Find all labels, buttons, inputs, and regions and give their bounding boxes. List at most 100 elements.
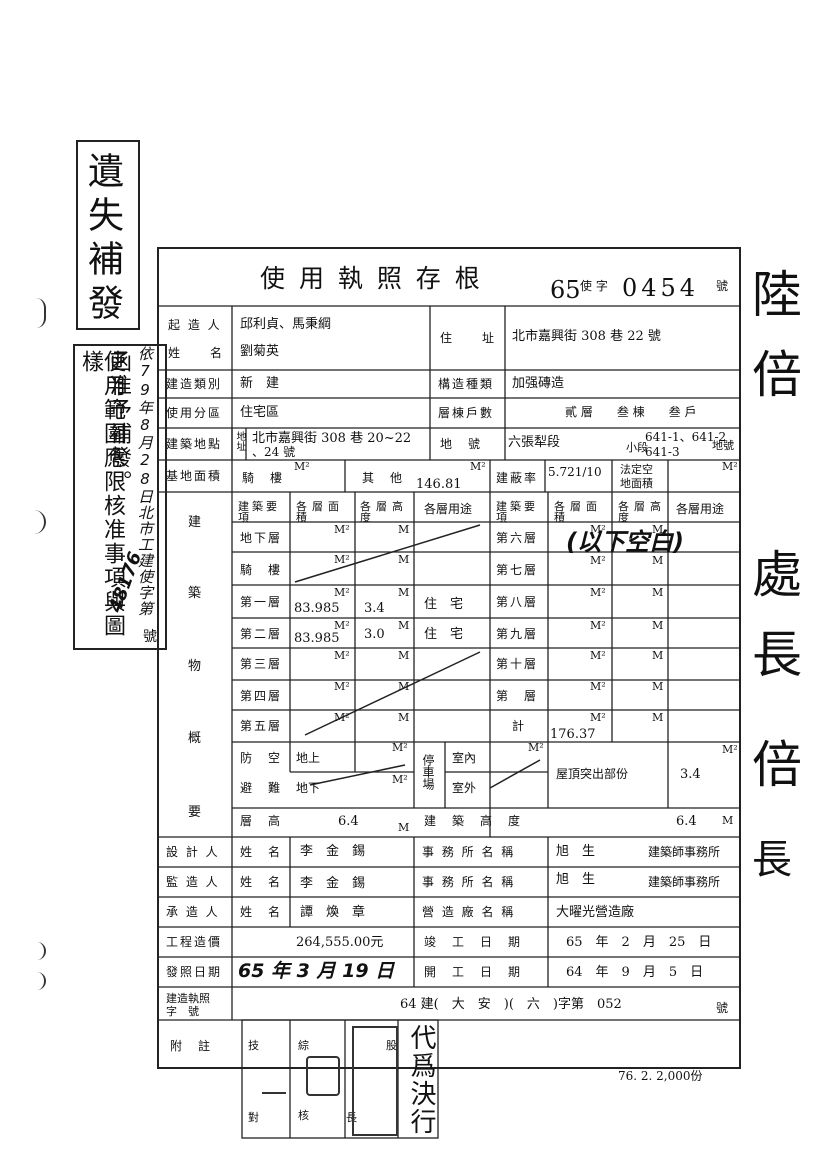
start-label: 開 工 日 期 — [424, 965, 523, 979]
right-row-height-unit-5: M — [652, 680, 664, 693]
right-row-label-3: 第九層 — [496, 627, 539, 641]
permit-label-1: 建造執照 — [166, 992, 210, 1005]
designer-office-label: 事 務 所 名 稱 — [422, 845, 516, 859]
left-row-area-3: 83.985 — [294, 631, 340, 646]
other-unit: M² — [470, 460, 486, 473]
header-left-area: 各層面積 — [296, 500, 344, 524]
other-value: 146.81 — [416, 477, 462, 492]
contractor-company-label: 營 造 廠 名 稱 — [422, 905, 516, 919]
permit-number-prefix: 65 — [550, 276, 581, 304]
designer-label: 設 計 人 — [166, 845, 220, 859]
building-side-label-1: 建 — [188, 515, 202, 530]
punch-mark-4 — [30, 972, 46, 990]
contractor-label: 承 造 人 — [166, 905, 220, 919]
left-row-area-unit-0: M² — [334, 523, 350, 536]
legal-area-label-1: 法定空 — [620, 463, 653, 476]
legal-area-unit: M² — [722, 460, 738, 473]
reissue-note-box: 使用範圍應限核准事項與圖樣 函准予補發。 依79年8月28日北市工建使字第 48… — [73, 344, 167, 650]
building-side-label-3: 物 — [188, 659, 202, 674]
left-row-label-2: 第一層 — [240, 595, 283, 609]
below-ground-unit: M² — [392, 773, 408, 786]
right-row-total-area: 176.37 — [550, 727, 596, 742]
above-ground-label: 地上 — [296, 751, 321, 765]
right-row-height-unit-3: M — [652, 619, 664, 632]
left-row-label-5: 第四層 — [240, 689, 283, 703]
header-left-height: 各層高度 — [360, 500, 408, 524]
reissue-note-col1: 使用範圍應限核准事項與圖樣 — [78, 350, 125, 638]
parking-indoor: 室內 — [452, 751, 477, 765]
right-char-1: 陸 — [752, 266, 802, 324]
permit-number-char: 使 字 — [580, 279, 608, 293]
left-row-height-unit-1: M — [398, 553, 410, 566]
right-row-label-0: 第六層 — [496, 531, 539, 545]
left-row-height-3: 3.0 — [364, 627, 385, 642]
right-row-label-6: 計 — [512, 719, 527, 733]
printer-note: 76. 2. 2,000份 — [618, 1069, 703, 1083]
approval-label-ji: 技 — [248, 1039, 259, 1052]
designer-name-label: 姓 名 — [240, 845, 283, 859]
right-row-area-unit-4: M² — [590, 649, 606, 662]
header-right-use: 各層用途 — [676, 502, 725, 516]
arcade-label: 騎 樓 — [242, 471, 285, 485]
building-height-value: 6.4 — [676, 814, 697, 829]
punch-mark-3 — [30, 942, 46, 960]
site-sub-label: 地址 — [234, 431, 245, 451]
building-height-unit: M — [722, 814, 734, 827]
lost-reissue-stamp: 遺失補發 — [76, 140, 140, 330]
arcade-unit: M² — [294, 460, 310, 473]
right-row-height-unit-1: M — [652, 554, 664, 567]
left-row-area-unit-6: M² — [334, 711, 350, 724]
approval-label-dui: 對 — [248, 1111, 259, 1124]
on-behalf-decision-seal: 代爲決行 — [406, 1024, 436, 1136]
permit-value: 64 建( 大 安 )( 六 )字第 052 — [400, 997, 622, 1012]
structure-value: 加强磚造 — [512, 376, 565, 391]
lot-numbers-1: 641-1、641-2 — [645, 430, 727, 444]
supervisor-office-label: 事 務 所 名 稱 — [422, 875, 516, 889]
header-right-item: 建築要項 — [496, 500, 538, 524]
roof-value: 3.4 — [680, 767, 701, 782]
right-row-area-unit-3: M² — [590, 619, 606, 632]
permit-label-2: 字 號 — [166, 1005, 199, 1018]
site-label: 建築地點 — [166, 437, 223, 451]
parking-unit: M² — [528, 741, 544, 754]
supervisor-office: 旭 生 — [556, 872, 596, 887]
remarks-label: 附 註 — [170, 1039, 213, 1053]
right-row-area-unit-6: M² — [590, 711, 606, 724]
coverage-label: 建蔽率 — [496, 471, 539, 485]
building-type-label: 建造類別 — [166, 377, 223, 391]
approval-label-zong: 綜 — [298, 1039, 309, 1052]
lot-value-2: 小段 — [626, 441, 648, 454]
approval-label-zhang: 長 — [346, 1111, 357, 1124]
contractor-name-label: 姓 名 — [240, 905, 283, 919]
approval-label-gu: 股 — [386, 1039, 397, 1052]
reissue-note-hao: 號 — [143, 629, 157, 645]
building-side-label-4: 概 — [188, 731, 202, 746]
right-char-6: 長 — [752, 837, 792, 883]
applicant-name-2: 劉菊英 — [240, 344, 280, 359]
completion-value: 65 年 2 月 25 日 — [566, 935, 712, 950]
right-row-height-unit-4: M — [652, 649, 664, 662]
coverage-value: 5.721/10 — [548, 465, 602, 479]
building-type-value: 新 建 — [240, 376, 280, 391]
left-row-use-3: 住 宅 — [424, 627, 464, 642]
parking-outdoor: 室外 — [452, 781, 477, 795]
form-title: 使 用 執 照 存 根 — [260, 264, 483, 293]
start-value: 64 年 9 月 5 日 — [566, 965, 704, 980]
blank-below-note: (以下空白) — [566, 528, 684, 556]
permit-number-value: 0454 — [622, 274, 700, 302]
structure-label: 構造種類 — [438, 377, 495, 391]
header-right-area: 各層面積 — [554, 500, 602, 524]
completion-label: 竣 工 日 期 — [424, 935, 523, 949]
right-char-2: 倍 — [752, 346, 802, 404]
signature-mark-1 — [262, 1074, 286, 1094]
designer-office-suffix: 建築師事務所 — [648, 845, 721, 859]
right-row-area-unit-2: M² — [590, 586, 606, 599]
right-char-5: 倍 — [752, 736, 802, 794]
supervisor-office-suffix: 建築師事務所 — [648, 875, 721, 889]
header-left-use: 各層用途 — [424, 502, 473, 516]
supervisor-name: 李 金 錫 — [300, 876, 366, 891]
left-row-label-1: 騎 樓 — [240, 563, 283, 577]
supervisor-label: 監 造 人 — [166, 875, 220, 889]
above-ground-unit: M² — [392, 741, 408, 754]
